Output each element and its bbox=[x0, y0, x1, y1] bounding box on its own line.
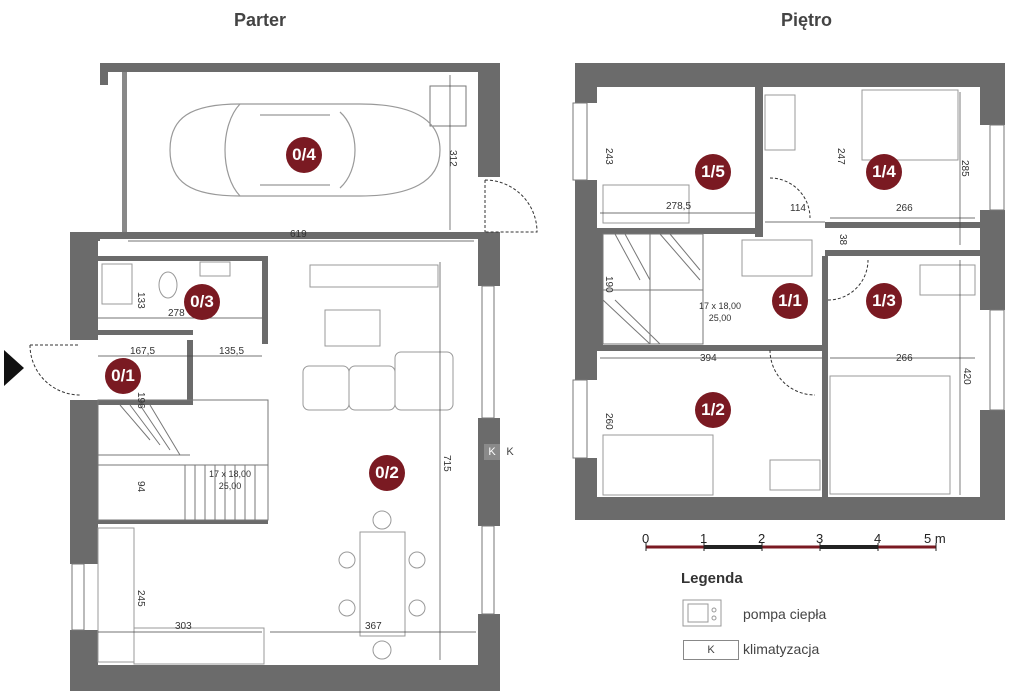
room-badge-1-3: 1/3 bbox=[866, 283, 902, 319]
dim-715: 715 bbox=[441, 455, 452, 472]
room-badge-0-2: 0/2 bbox=[369, 455, 405, 491]
garage-left-stub bbox=[100, 63, 108, 85]
upper-furniture bbox=[602, 89, 976, 496]
upper-stairs bbox=[602, 233, 704, 345]
interior-wall-hall bbox=[187, 340, 193, 400]
scale-label-2: 2 bbox=[758, 531, 766, 546]
room-badge-0-1: 0/1 bbox=[105, 358, 141, 394]
room-badge-1-4: 1/4 bbox=[866, 154, 902, 190]
dim-245: 245 bbox=[135, 590, 146, 607]
house-bottom-wall bbox=[70, 665, 500, 691]
scale-label-3: 3 bbox=[816, 531, 824, 546]
upper-right-wall-1 bbox=[980, 63, 1005, 125]
dim-278-ground: 278 bbox=[168, 308, 185, 319]
garage-right-wall-lower bbox=[478, 232, 500, 260]
room-badge-1-1: 1/1 bbox=[772, 283, 808, 319]
upper-doors bbox=[769, 177, 869, 396]
garage-door-frame bbox=[122, 72, 127, 232]
upper-interior-4 bbox=[825, 250, 980, 256]
ground-furniture bbox=[97, 261, 454, 665]
room-badge-0-4: 0/4 bbox=[286, 137, 322, 173]
dim-94: 94 bbox=[135, 481, 146, 493]
house-left-wall-upper bbox=[70, 232, 98, 340]
ground-doors bbox=[29, 179, 538, 396]
interior-wall-top bbox=[98, 256, 268, 261]
upper-right-wall-2 bbox=[980, 210, 1005, 310]
upper-right-wall-3 bbox=[980, 410, 1005, 520]
dim-243: 243 bbox=[603, 148, 614, 165]
garage-right-wall-upper bbox=[478, 63, 500, 177]
upper-left-wall-2 bbox=[575, 180, 597, 380]
upper-left-wall-1 bbox=[575, 63, 597, 103]
interior-wall-wc bbox=[98, 330, 193, 335]
upper-interior-2 bbox=[755, 87, 763, 237]
room-badge-0-3: 0/3 bbox=[184, 284, 220, 320]
dim-260: 260 bbox=[603, 413, 614, 430]
dim-133: 133 bbox=[135, 292, 146, 309]
upper-floor-title: Piętro bbox=[781, 10, 833, 30]
interior-wall-vertical bbox=[262, 256, 268, 344]
dim-190: 190 bbox=[603, 276, 614, 293]
upper-interior-6 bbox=[822, 256, 828, 497]
ground-stairs bbox=[97, 399, 269, 521]
dim-394: 394 bbox=[700, 353, 717, 364]
dim-266-top: 266 bbox=[896, 203, 913, 214]
dim-420: 420 bbox=[961, 368, 972, 385]
air-conditioning-icon: K bbox=[683, 640, 739, 660]
car-outline bbox=[169, 103, 441, 197]
upper-top-wall bbox=[575, 63, 1005, 87]
dim-278-5: 278,5 bbox=[666, 201, 692, 212]
dim-303: 303 bbox=[175, 621, 192, 632]
garage-top-wall bbox=[100, 63, 500, 72]
scale-label-4: 4 bbox=[874, 531, 882, 546]
dim-266-bottom: 266 bbox=[896, 353, 913, 364]
dim-247: 247 bbox=[835, 148, 846, 165]
upper-bottom-wall bbox=[575, 497, 1005, 520]
upper-interior-7 bbox=[597, 234, 603, 348]
scale-bar bbox=[645, 543, 937, 551]
upper-floor-walls bbox=[575, 63, 1005, 520]
house-right-wall-1 bbox=[478, 260, 500, 286]
legend-item-heat-pump: pompa ciepła bbox=[743, 606, 827, 622]
dim-38: 38 bbox=[837, 234, 848, 246]
scale-label-0: 0 bbox=[642, 531, 650, 546]
entrance-arrow-icon bbox=[4, 350, 24, 386]
upper-windows bbox=[572, 102, 1005, 459]
house-right-wall-3 bbox=[478, 614, 500, 674]
dim-285: 285 bbox=[959, 160, 970, 177]
legend-item-air-conditioning: klimatyzacja bbox=[743, 641, 820, 657]
dim-619: 619 bbox=[290, 229, 307, 240]
house-right-wall-2 bbox=[478, 418, 500, 526]
ac-unit-ground-2: K bbox=[506, 446, 514, 458]
dim-167-5: 167,5 bbox=[130, 346, 156, 357]
house-left-wall-middle bbox=[70, 400, 98, 564]
dim-196: 196 bbox=[135, 392, 146, 409]
legend-title: Legenda bbox=[681, 570, 743, 587]
upper-interior-3 bbox=[825, 222, 980, 228]
room-badge-1-5: 1/5 bbox=[695, 154, 731, 190]
ground-dimension-lines bbox=[98, 75, 476, 660]
upper-dimension-lines bbox=[600, 92, 975, 495]
scale-label-5: 5 m bbox=[924, 531, 946, 546]
ground-floor-title: Parter bbox=[234, 10, 287, 30]
dim-312: 312 bbox=[447, 150, 458, 167]
interior-wall-hall-bottom bbox=[98, 400, 193, 405]
room-badge-1-2: 1/2 bbox=[695, 392, 731, 428]
dim-367: 367 bbox=[365, 621, 382, 632]
upper-interior-1 bbox=[597, 228, 757, 234]
upper-interior-5 bbox=[597, 345, 825, 351]
dim-114: 114 bbox=[790, 203, 806, 214]
scale-label-1: 1 bbox=[700, 531, 708, 546]
garage-bottom-wall bbox=[100, 232, 478, 239]
interior-wall-stairs-bottom bbox=[98, 520, 268, 524]
ground-windows bbox=[71, 85, 495, 631]
ac-unit-ground-1: K bbox=[484, 444, 500, 460]
dim-135-5: 135,5 bbox=[219, 346, 245, 357]
heat-pump-icon bbox=[682, 599, 722, 627]
